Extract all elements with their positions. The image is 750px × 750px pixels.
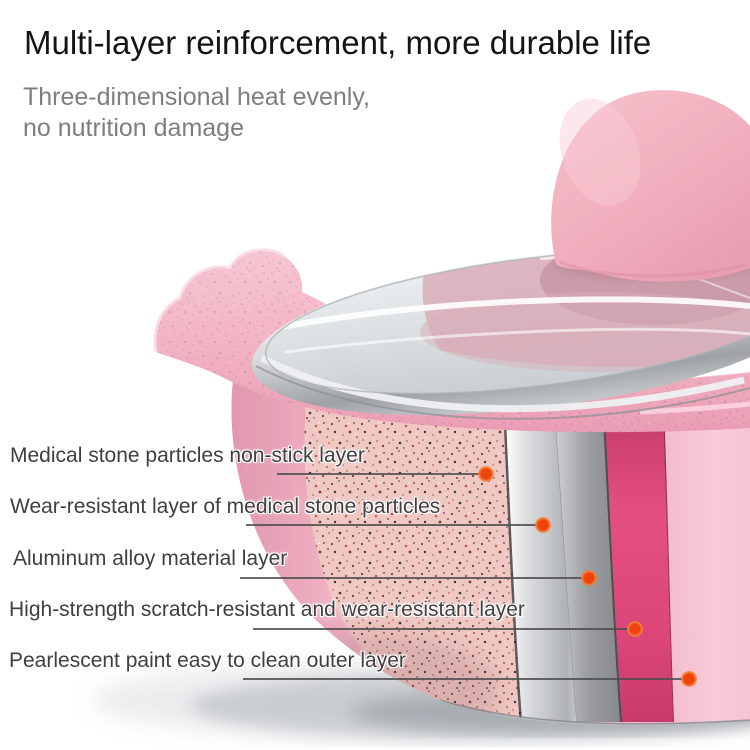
layer-scratch-resistant — [604, 402, 674, 722]
callout-label: Aluminum alloy material layer — [13, 547, 288, 570]
callout-label: Medical stone particles non-stick layer — [10, 444, 365, 467]
callout-label: Pearlescent paint easy to clean outer la… — [9, 649, 406, 672]
callout-line — [246, 524, 543, 526]
callout-dot — [581, 570, 597, 586]
callout-line — [253, 628, 635, 630]
callout-line — [277, 473, 486, 475]
layer-outer-paint — [664, 406, 750, 726]
page-title: Multi-layer reinforcement, more durable … — [24, 24, 652, 61]
page-subtitle-line1: Three-dimensional heat evenly, — [23, 83, 370, 111]
callout-dot — [681, 671, 697, 687]
callout-label: High-strength scratch-resistant and wear… — [9, 598, 525, 621]
pot-body — [231, 372, 750, 726]
callout-dot — [627, 621, 643, 637]
page-subtitle: Three-dimensional heat evenly, no nutrit… — [23, 82, 523, 144]
callout-dot — [535, 517, 551, 533]
page-subtitle-line2: no nutrition damage — [23, 114, 244, 142]
callout-line — [243, 678, 689, 680]
callout-label: Wear-resistant layer of medical stone pa… — [10, 495, 441, 518]
callout-line — [240, 577, 589, 579]
layer-aluminum — [554, 399, 622, 722]
glass-lid — [251, 235, 750, 420]
lid-knob — [551, 90, 750, 282]
callout-dot — [478, 466, 494, 482]
